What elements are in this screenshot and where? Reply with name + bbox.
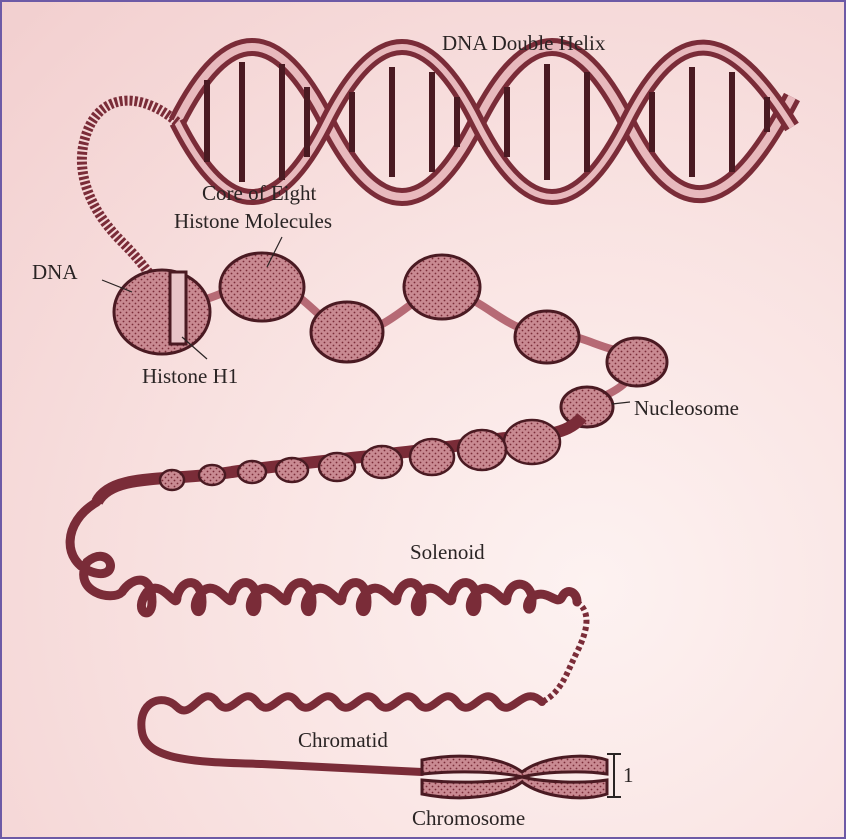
solenoid-coil <box>70 502 577 613</box>
nucleosome-leader <box>612 402 630 404</box>
label-histone-h1: Histone H1 <box>142 364 238 388</box>
nucleosome-6 <box>607 338 667 386</box>
histone-h1-clamp <box>170 272 186 344</box>
chromatin-fiber <box>97 417 582 502</box>
chromosome-arm-lower <box>422 777 607 798</box>
nucleosome-5 <box>515 311 579 363</box>
nucleosome-2 <box>220 253 304 321</box>
dna-double-helix <box>177 47 792 197</box>
label-dna: DNA <box>32 260 78 284</box>
label-core-line2: Histone Molecules <box>174 209 332 233</box>
nucleosome-3 <box>311 302 383 362</box>
helix-strand-b <box>177 47 792 197</box>
nucleosome-1 <box>114 270 210 354</box>
chromosome-arm-upper <box>422 756 607 777</box>
coil-tail <box>542 602 586 702</box>
chromosome <box>422 756 607 798</box>
label-nucleosome: Nucleosome <box>634 396 739 420</box>
label-chromatid: Chromatid <box>298 728 388 752</box>
label-scale-marker: 1 <box>623 763 634 787</box>
scale-bar <box>607 754 621 797</box>
nucleosome-4 <box>404 255 480 319</box>
label-core-line1: Core of Eight <box>202 181 316 205</box>
dna-linker-strand <box>82 101 177 292</box>
label-dna-double-helix: DNA Double Helix <box>442 31 606 55</box>
label-solenoid: Solenoid <box>410 540 485 564</box>
label-chromosome: Chromosome <box>412 806 525 830</box>
